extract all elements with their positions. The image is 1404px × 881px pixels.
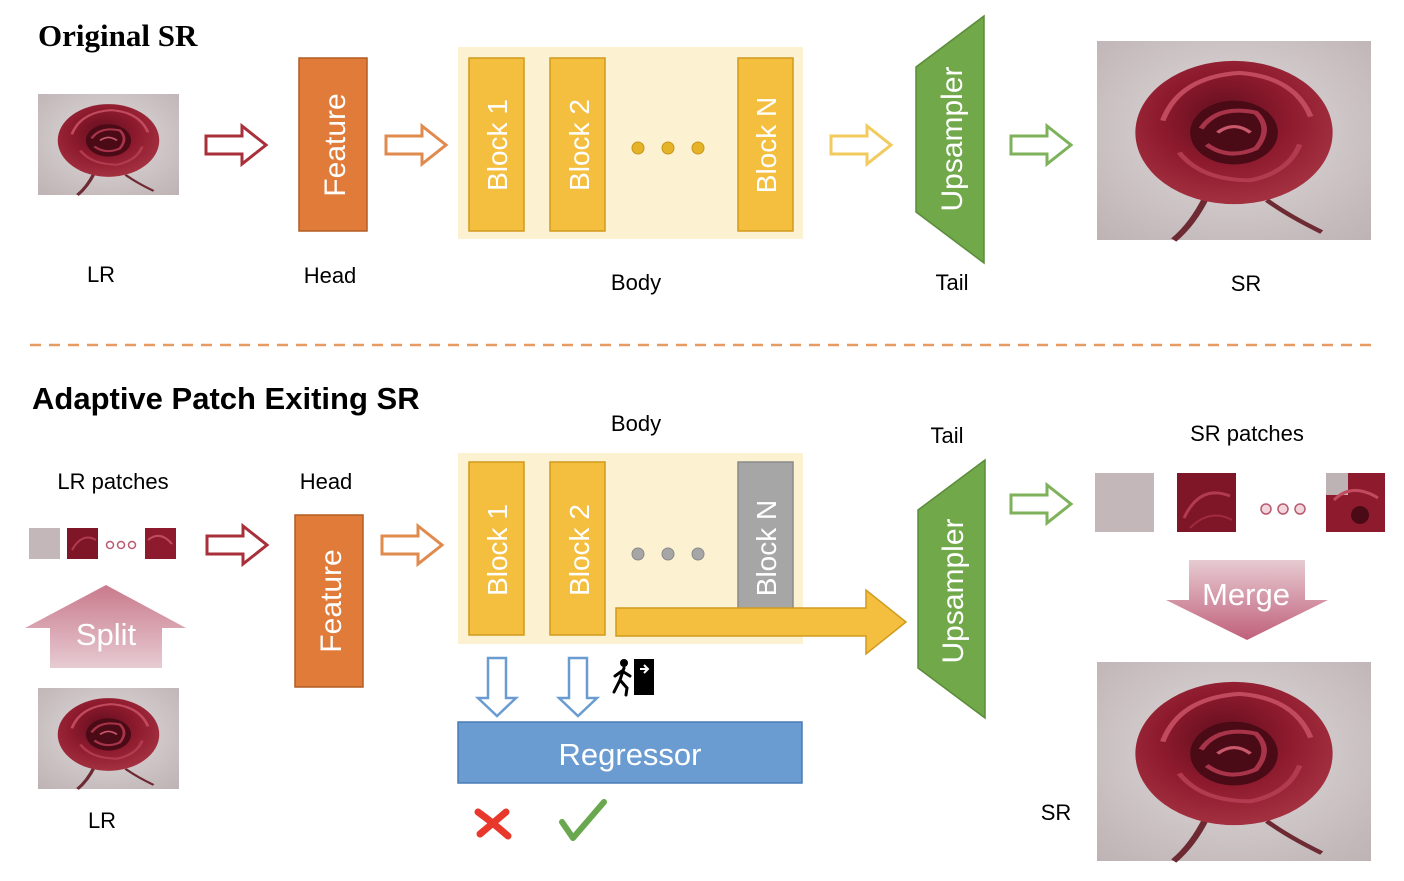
top-block-n-label: Block N	[751, 97, 782, 193]
top-block-n	[737, 57, 794, 232]
sr-patch-3	[1326, 473, 1385, 532]
top-arrow-lr-head	[204, 124, 268, 166]
bottom-arrow-head-body	[380, 524, 444, 566]
top-arrow-head-body	[384, 124, 448, 166]
lr-patch-3	[145, 528, 176, 559]
bottom-block-2-label: Block 2	[564, 504, 595, 596]
bottom-block-1	[468, 461, 525, 636]
top-block-1	[468, 57, 525, 232]
bottom-block-n-exited	[737, 461, 794, 636]
bottom-sr-image	[1097, 662, 1371, 861]
top-arrow-body-tail	[829, 124, 893, 166]
top-feature-block	[298, 57, 368, 232]
split-label: Split	[76, 617, 137, 652]
merge-label: Merge	[1202, 577, 1290, 612]
merge-arrow	[1166, 560, 1328, 640]
top-sr-label: SR	[1231, 271, 1262, 296]
top-lr-image	[36, 92, 181, 197]
top-lr-label: LR	[87, 262, 115, 287]
top-head-label: Head	[304, 263, 357, 288]
bottom-lr-patches-label: LR patches	[57, 469, 168, 494]
cross-icon	[474, 808, 512, 840]
bottom-title: Adaptive Patch Exiting SR	[32, 381, 420, 416]
top-title: Original SR	[38, 18, 198, 53]
bottom-upsampler-label: Upsampler	[937, 518, 970, 663]
bottom-arrow-lr-head	[205, 524, 269, 566]
bottom-arrow-tail-srpatches	[1009, 483, 1073, 525]
regressor-block	[457, 721, 803, 784]
sr-patch-ellipsis	[1260, 503, 1306, 515]
regressor-arrow-block-1	[476, 656, 518, 718]
lr-patch-2	[67, 528, 98, 559]
top-upsampler	[915, 14, 985, 265]
regressor-label: Regressor	[559, 737, 702, 772]
split-arrow	[25, 585, 186, 668]
sr-patches-label: SR patches	[1190, 421, 1304, 446]
top-tail-label: Tail	[935, 270, 968, 295]
check-icon	[559, 799, 607, 841]
sr-patch-1	[1095, 473, 1154, 532]
early-exit-arrow	[615, 588, 908, 656]
bottom-tail-label: Tail	[930, 423, 963, 448]
bottom-block-2	[549, 461, 606, 636]
top-body-label: Body	[611, 270, 661, 295]
bottom-feature-label: Feature	[315, 549, 348, 652]
top-block-1-label: Block 1	[482, 99, 513, 191]
sr-patch-2	[1177, 473, 1236, 532]
bottom-head-label: Head	[300, 469, 353, 494]
regressor-arrow-block-2	[557, 656, 599, 718]
top-arrow-tail-sr	[1009, 124, 1073, 166]
bottom-sr-label: SR	[1041, 800, 1072, 825]
top-block-2	[549, 57, 606, 232]
top-feature-label: Feature	[319, 93, 352, 196]
bottom-feature-block	[294, 514, 364, 688]
top-sr-image	[1097, 41, 1371, 240]
bottom-ellipsis-dots	[631, 547, 705, 561]
top-ellipsis-dots	[631, 141, 705, 155]
bottom-lr-image	[36, 686, 181, 791]
lr-patch-1	[29, 528, 60, 559]
bottom-upsampler	[917, 458, 986, 720]
bottom-body-label: Body	[611, 411, 661, 436]
bottom-block-1-label: Block 1	[482, 504, 513, 596]
lr-patch-ellipsis	[105, 540, 137, 550]
bottom-lr-label: LR	[88, 808, 116, 833]
bottom-block-n-label: Block N	[751, 500, 782, 596]
exit-door-icon	[612, 659, 654, 697]
top-block-2-label: Block 2	[564, 99, 595, 191]
top-upsampler-label: Upsampler	[936, 66, 969, 211]
